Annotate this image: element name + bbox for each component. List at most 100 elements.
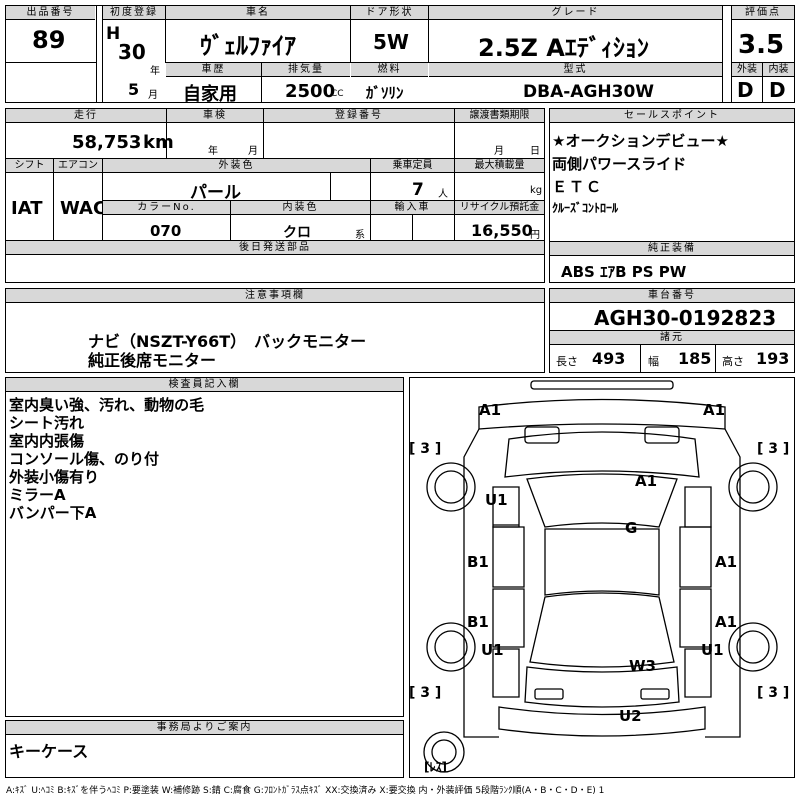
tire-front-right: [ 3 ] — [757, 441, 789, 457]
inspector-line: コンソール傷、のり付 — [9, 450, 160, 468]
office-label: 事務局よりご案内 — [6, 721, 403, 735]
mark-front-left: A1 — [479, 401, 501, 419]
inspection-month-unit: 月 — [248, 146, 258, 157]
tire-rear-left: [ 3 ] — [409, 685, 441, 701]
spare-tire: [ﾚｽ] — [424, 760, 447, 774]
lot-number: 89 — [32, 26, 66, 54]
mark-right-rear-door: A1 — [715, 613, 737, 631]
lot-label: 出品番号 — [6, 6, 95, 20]
inspection-label: 車検 — [167, 109, 263, 123]
int-score: D — [769, 78, 786, 102]
later-parts-label: 後日発送部品 — [6, 241, 544, 255]
import-label: 輸入車 — [371, 201, 454, 215]
color-label: 外装色 — [103, 159, 370, 173]
car-name: ｳﾞｪﾙﾌｧｲｱ — [200, 32, 296, 60]
height: 193 — [756, 349, 790, 368]
mileage-label: 走行 — [6, 109, 166, 123]
fuel: ｶﾞｿﾘﾝ — [366, 84, 404, 102]
door-label: ドア形状 — [351, 6, 428, 20]
sales-point-item: ＥＴＣ — [552, 178, 604, 196]
color-no-label: カラーNo. — [103, 201, 230, 215]
recycle-label: リサイクル預託金 — [455, 201, 544, 215]
color-number: 070 — [150, 222, 182, 240]
inspector-line: ミラーA — [9, 486, 66, 504]
notes-line: ナビ（NSZT-Y66T） バックモニター — [88, 332, 367, 351]
mark-left-front-door: B1 — [467, 553, 489, 571]
persons-unit: 人 — [438, 189, 448, 200]
plate-label: 登録番号 — [264, 109, 454, 123]
shift-label: シフト — [6, 159, 53, 173]
office-text: キーケース — [9, 742, 89, 761]
capacity: 7 — [412, 180, 424, 200]
width: 185 — [678, 349, 712, 368]
dimensions-label: 諸元 — [550, 331, 794, 345]
mileage: 58,753 — [72, 132, 142, 153]
era: H — [106, 24, 121, 44]
transfer-day-unit: 日 — [530, 146, 540, 157]
inspection-year-unit: 年 — [208, 146, 218, 157]
history-label: 車歴 — [166, 63, 261, 77]
car-diagram: A1 A1 A1 G U1 B1 B1 U1 A1 A1 U1 W3 U2 [ … — [409, 380, 789, 774]
score-label: 評価点 — [732, 6, 794, 20]
mark-left-rear-door: B1 — [467, 613, 489, 631]
mark-roof: G — [625, 519, 637, 537]
equipment: ABS ｴｱB PS PW — [561, 263, 687, 281]
notes-label: 注意事項欄 — [6, 289, 544, 303]
legend: A:ｷｽﾞ U:ﾍｺﾐ B:ｷｽﾞを伴うﾍｺﾐ P:要塗装 W:補修跡 S:錆 … — [6, 786, 605, 796]
door-type: 5W — [373, 30, 409, 54]
score: 3.5 — [738, 30, 785, 60]
inspector-label: 検査員記入欄 — [6, 378, 403, 392]
mark-rear-glass: W3 — [629, 657, 656, 675]
kg-unit: kg — [530, 185, 543, 196]
ac-label: エアコン — [54, 159, 102, 173]
int-label: 内装 — [763, 63, 794, 77]
sales-points-label: セールスポイント — [550, 109, 794, 123]
length: 493 — [592, 349, 626, 368]
notes-line: 純正後席モニター — [88, 351, 217, 370]
length-label: 長さ — [556, 355, 578, 368]
model-label: 型式 — [429, 63, 722, 77]
tire-front-left: [ 3 ] — [409, 441, 441, 457]
ac: WAC — [60, 198, 107, 219]
ext-score: D — [737, 78, 754, 102]
recycle-fee: 16,550 — [471, 221, 533, 240]
first-reg-label: 初度登録 — [103, 6, 165, 20]
grade: 2.5Z Aｴﾃﾞｨｼｮﾝ — [478, 34, 649, 62]
inspector-line: 室内臭い強、汚れ、動物の毛 — [9, 396, 205, 414]
chassis-number: AGH30-0192823 — [594, 306, 777, 330]
model: DBA-AGH30W — [523, 82, 655, 102]
height-label: 高さ — [722, 355, 744, 368]
width-label: 幅 — [648, 355, 659, 368]
damage-diagram-box — [409, 377, 795, 778]
mark-right-front-door: A1 — [715, 553, 737, 571]
km-unit: km — [143, 132, 174, 153]
max-load-label: 最大積載量 — [455, 159, 544, 173]
inspector-line: 外装小傷有り — [9, 468, 100, 486]
sales-point-item: ★オークションデビュー★ — [552, 132, 729, 150]
inspector-line: シート汚れ — [9, 414, 85, 432]
inspector-line: バンパー下A — [9, 504, 97, 522]
interior-color: クロ — [283, 225, 311, 241]
chassis-label: 車台番号 — [550, 289, 794, 303]
yen-unit: 円 — [530, 230, 540, 241]
mark-left-front-fender: U1 — [485, 491, 508, 509]
capacity-label: 乗車定員 — [371, 159, 454, 173]
cc-unit: CC — [331, 89, 344, 99]
inspector-line: 室内内張傷 — [9, 432, 85, 450]
grade-label: グレード — [429, 6, 722, 20]
ext-label: 外装 — [732, 63, 762, 77]
displacement-label: 排気量 — [262, 63, 350, 77]
fuel-label: 燃料 — [351, 63, 428, 77]
reg-month: 5 — [128, 80, 140, 99]
shift: IAT — [11, 198, 43, 219]
displacement: 2500 — [285, 81, 336, 102]
interior-color-label: 内装色 — [231, 201, 370, 215]
reg-year-unit: 年 — [150, 66, 160, 77]
history: 自家用 — [183, 84, 237, 105]
car-name-label: 車名 — [166, 6, 350, 20]
mark-front-right: A1 — [703, 401, 725, 419]
transfer-month-unit: 月 — [494, 146, 504, 157]
series-unit: 系 — [355, 230, 365, 241]
mark-rear-bumper: U2 — [619, 707, 642, 725]
equipment-label: 純正装備 — [550, 242, 794, 256]
